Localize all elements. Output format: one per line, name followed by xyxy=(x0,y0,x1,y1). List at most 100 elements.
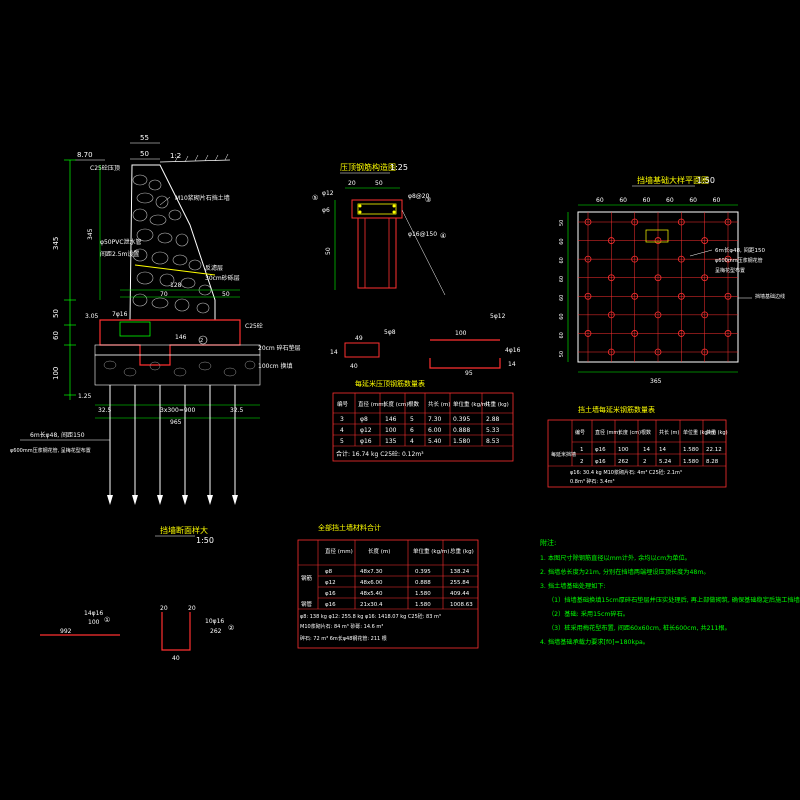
rebar-cell: φ12 xyxy=(360,427,372,434)
rebar-table-title: 每延米压顶钢筋数量表 xyxy=(355,379,425,388)
rebar-phi6: φ6 xyxy=(322,207,330,214)
rebar-detail-scale: 1:25 xyxy=(390,163,408,172)
pile-th-6: 共重 (kg) xyxy=(706,429,728,436)
rebar-cell: 5.40 xyxy=(428,438,442,445)
bar3-dim: 4φ16 xyxy=(505,347,521,354)
rebar-cell: 3 xyxy=(340,416,344,423)
slope-label: 1:2 xyxy=(170,152,181,160)
pile-marker xyxy=(584,292,592,300)
rebar-phi16: φ16@150 xyxy=(408,231,437,238)
total-cell: φ8 xyxy=(325,569,333,575)
svg-text:2: 2 xyxy=(200,338,203,344)
total-table-title: 全部挡土墙材料合计 xyxy=(318,523,381,532)
plan-side-dim: 60 xyxy=(559,313,565,319)
section-view: 55 50 1:2 8.70 C25砼压顶 345 50 60 100 345 xyxy=(10,134,301,545)
rebar-cell: 2.88 xyxy=(486,416,500,423)
rebar-circle-3: ③ xyxy=(425,196,431,204)
bar1-top: 14φ16 xyxy=(84,610,103,617)
rebar-th-4: 共长 (m) xyxy=(428,400,450,408)
dim-3-05: 3.05 xyxy=(85,313,99,320)
rebar-cell: 4 xyxy=(340,427,344,434)
total-cell: 255.84 xyxy=(450,580,470,586)
pile-footer-1: φ16: 30.4 kg M10浆砌片石: 4m³ C25砼: 2.1m³ xyxy=(570,469,682,476)
plan-top-dim: 60 xyxy=(596,197,604,204)
total-cell: 409.44 xyxy=(450,591,470,597)
pile-marker xyxy=(654,311,662,319)
pile-cell: 14 xyxy=(643,447,650,453)
pile-marker xyxy=(654,237,662,244)
note-line: （1）挡墙基础换填15cm厚碎石垫层并压实处理后, 再上部做砌筑, 确保基础稳定… xyxy=(548,596,800,604)
bar2-dim-20b: 20 xyxy=(188,605,196,612)
rebar-th-0: 编号 xyxy=(337,400,349,408)
pile-marker xyxy=(724,292,732,300)
pile-marker xyxy=(701,237,709,244)
pile-plan-title: 挡墙基础大样平面图 xyxy=(637,175,709,185)
bar1-len: 40 xyxy=(350,363,358,370)
dim-32-5-right: 32.5 xyxy=(230,407,244,414)
rebar-th-3: 根数 xyxy=(408,400,420,408)
bar1-len: 992 xyxy=(60,628,72,635)
bar3-len: 95 xyxy=(465,370,473,377)
total-cell: 21x30.4 xyxy=(360,602,383,608)
pile-marker xyxy=(724,330,732,337)
pile-cell: 2 xyxy=(580,459,584,465)
plan-bottom-dim: 365 xyxy=(650,378,662,385)
section-title: 挡墙断面样大 xyxy=(160,525,208,535)
dim-128: 128 xyxy=(170,282,182,289)
rebar-dim-20: 20 xyxy=(348,180,356,187)
left-dim-60: 60 xyxy=(52,331,60,340)
pile-marker xyxy=(677,218,685,226)
bar1-dim: 5φ8 xyxy=(384,329,396,336)
pile-cell: 2 xyxy=(643,459,647,465)
pile-cell: 262 xyxy=(618,459,629,465)
pile-th-5: 单位重 (kg/m) xyxy=(683,429,716,436)
cap-beam-label: 7φ16 xyxy=(112,311,128,318)
pile-marker xyxy=(701,348,709,356)
rebar-table: 每延米压顶钢筋数量表 编号 直径 (mm) 长度 (cm) 根数 共长 (m) … xyxy=(332,379,514,462)
plan-top-dim: 60 xyxy=(619,197,627,204)
pile-marker xyxy=(584,218,592,226)
bar1-sub: 100 xyxy=(88,619,100,626)
section-scale: 1:50 xyxy=(196,536,214,545)
rebar-cell: 7.30 xyxy=(428,416,442,423)
bar-shapes: 14φ16 100 ① 992 20 20 40 10φ16 262 ② xyxy=(40,605,234,662)
dim-965: 965 xyxy=(170,419,182,426)
note-line: 2. 挡墙总长度为21m, 分别在挡墙两端埋设压顶长度为48m。 xyxy=(540,568,710,576)
pile-th-3: 根数 xyxy=(641,429,651,436)
pile-marker xyxy=(701,274,709,282)
pile-cell: 100 xyxy=(618,447,629,453)
left-dim-100: 100 xyxy=(52,367,60,380)
plan-side-dim: 60 xyxy=(559,332,565,338)
pile-cell: φ16 xyxy=(595,459,606,465)
rebar-cell: 8.53 xyxy=(486,438,500,445)
rebar-dim-50: 50 xyxy=(375,180,383,187)
pile-th-0: 编号 xyxy=(575,429,585,436)
rebar-table-footer: 合计: 16.74 kg C25砼: 0.12m³ xyxy=(336,450,424,458)
pile-cell: 5.24 xyxy=(659,459,672,465)
total-cell: 1008.63 xyxy=(450,602,473,608)
pile-marker xyxy=(631,218,639,226)
pile-cell: φ16 xyxy=(595,447,606,453)
pile-marker xyxy=(584,255,592,263)
pile-note-1: 6m长φ48, 间距150 xyxy=(30,431,85,439)
pile-marker xyxy=(724,218,732,226)
drain-spacing-label: 间距2.5m设置 xyxy=(100,250,139,258)
bar2-dim-40: 40 xyxy=(172,655,180,662)
note-line: 4. 挡墙基础承载力要求[f0]=180kpa。 xyxy=(540,638,649,646)
pile-th-1: 直径 (mm) xyxy=(595,429,620,436)
total-last-row-label: 钢管 xyxy=(301,600,313,608)
plan-side-dim: 50 xyxy=(559,220,565,226)
rebar-cell: 100 xyxy=(385,427,397,434)
total-cell: 48x7.30 xyxy=(360,569,383,575)
pile-th-2: 长度 (cm) xyxy=(618,429,641,436)
dim-345-inner: 345 xyxy=(87,228,94,240)
total-cell: 138.24 xyxy=(450,569,470,575)
rebar-circle-4: ④ xyxy=(440,232,446,240)
filter-label: 反滤层 xyxy=(205,264,223,272)
rebar-th-6: 共重 (kg) xyxy=(485,400,509,408)
top-dim-55: 55 xyxy=(140,134,149,142)
rebar-cell: 6 xyxy=(410,427,414,434)
pile-cell: 1.580 xyxy=(683,459,699,465)
